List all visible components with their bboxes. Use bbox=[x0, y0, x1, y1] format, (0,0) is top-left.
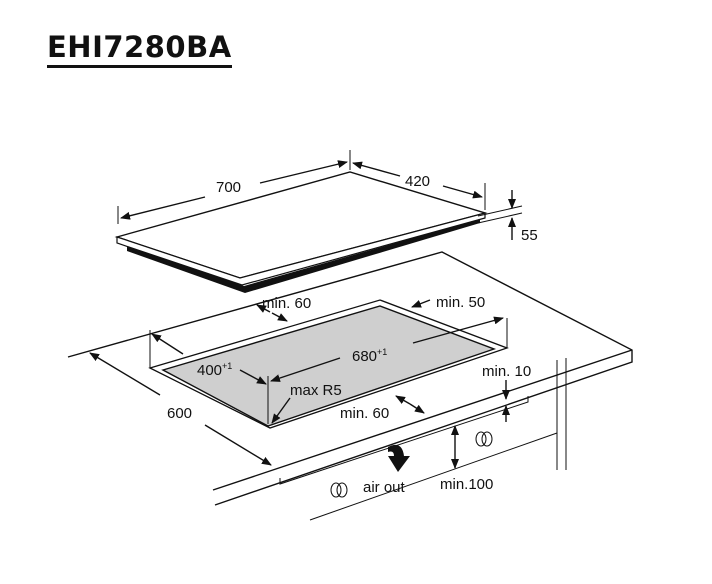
corner-radius-note: max R5 bbox=[271, 382, 342, 424]
hob-drawing bbox=[114, 171, 488, 293]
dimension-cutout-width: 680+1 bbox=[270, 316, 504, 382]
dimension-width: 700 bbox=[117, 150, 351, 224]
air-out-label: air out bbox=[363, 479, 406, 496]
clearance-vent-label: min.100 bbox=[440, 476, 493, 493]
countertop-drawing bbox=[67, 251, 633, 521]
dimension-height: 55 bbox=[477, 190, 538, 244]
air-out-indicator: air out bbox=[363, 444, 410, 496]
clearance-back-label: min. 60 bbox=[262, 295, 311, 312]
corner-radius-label: max R5 bbox=[290, 382, 342, 399]
counter-depth-label: 600 bbox=[167, 405, 192, 422]
control-knob-icons bbox=[330, 431, 493, 498]
clearance-side: min. 50 bbox=[411, 294, 485, 311]
air-flow-arrow-icon bbox=[388, 444, 410, 472]
cutout-depth-label: 400+1 bbox=[197, 361, 232, 379]
clearance-side-label: min. 50 bbox=[436, 294, 485, 311]
height-label: 55 bbox=[521, 227, 538, 244]
model-title: EHI7280BA bbox=[47, 30, 232, 68]
dimension-depth: 420 bbox=[352, 161, 486, 210]
clearance-vent: min.100 bbox=[440, 425, 493, 493]
dimension-counter-depth: 600 bbox=[89, 352, 272, 466]
clearance-back: min. 60 bbox=[256, 295, 311, 322]
clearance-front: min. 60 bbox=[340, 395, 425, 422]
depth-label: 420 bbox=[405, 173, 430, 190]
cutout-width-label: 680+1 bbox=[352, 347, 387, 365]
clearance-gap-label: min. 10 bbox=[482, 363, 531, 380]
width-label: 700 bbox=[216, 179, 241, 196]
dimension-cutout-depth: 400+1 bbox=[151, 333, 269, 424]
clearance-front-label: min. 60 bbox=[340, 405, 389, 422]
clearance-gap: min. 10 bbox=[482, 363, 531, 422]
